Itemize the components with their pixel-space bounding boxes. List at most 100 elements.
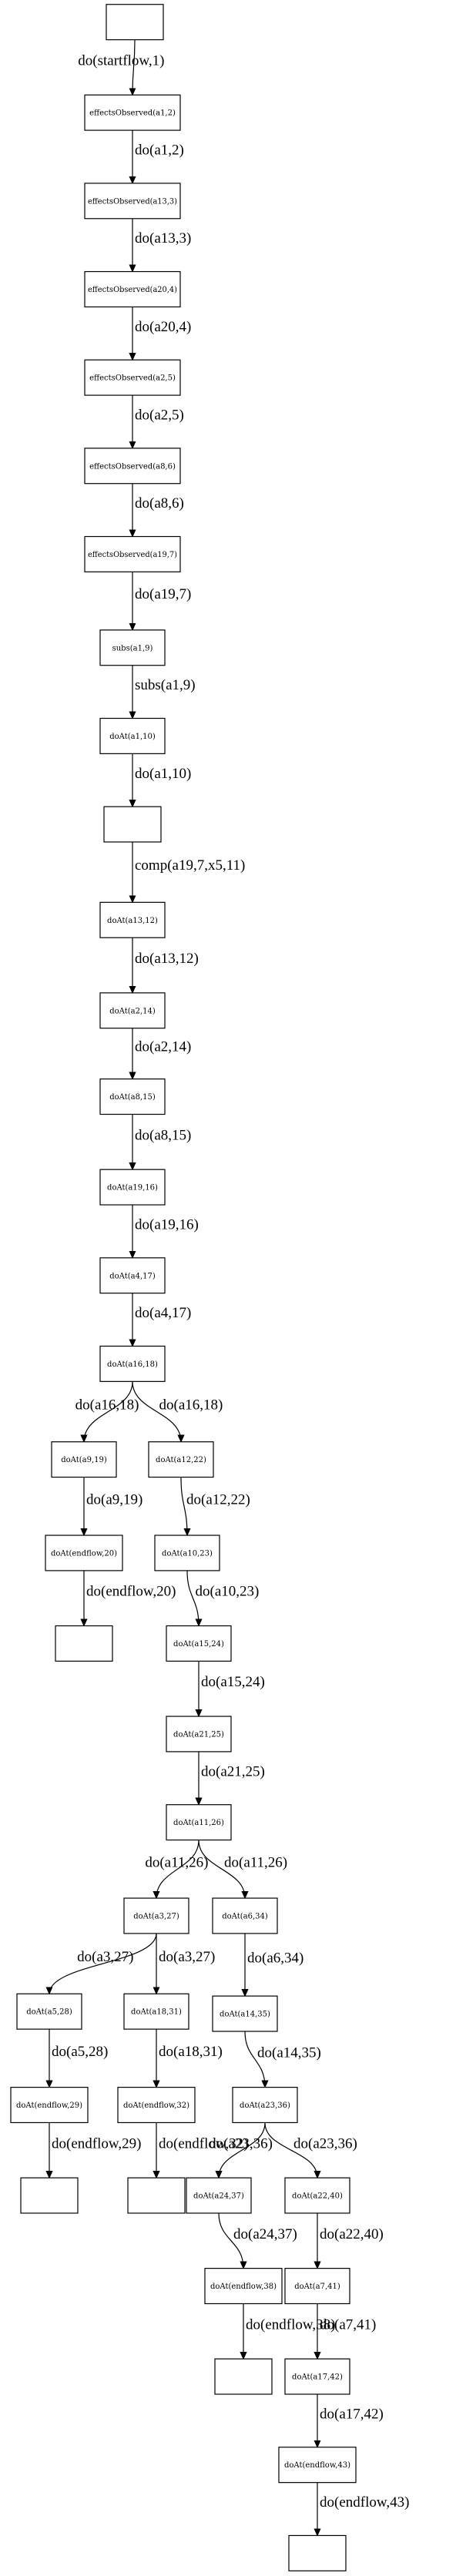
edge-n0-n1: do(startflow,1) [78, 39, 165, 96]
node-box [84, 448, 181, 485]
edge-n19-n21: do(a10,23) [186, 1570, 260, 1626]
node-box [45, 1535, 123, 1571]
node-box [99, 901, 166, 938]
node-label: doAt(a3,27) [133, 1912, 179, 1920]
edge-n9-n10: comp(a19,7,x5,11) [132, 842, 245, 902]
node-label: doAt(a6,34) [222, 1912, 268, 1920]
edge-label: do(a19,7) [135, 586, 191, 602]
edge-label: do(a22,40) [320, 2226, 384, 2242]
node-box [204, 2268, 283, 2305]
edge-label: do(a8,6) [135, 495, 184, 512]
edge-n13-n14: do(a19,16) [132, 1205, 199, 1258]
node-label: doAt(a18,31) [131, 2008, 182, 2017]
node-label: doAt(a19,16) [107, 1184, 158, 1192]
node-box [55, 1625, 113, 1662]
node-empty-box [55, 1625, 113, 1662]
edge-line [132, 1381, 181, 1441]
edge-n29-n32: do(endflow,29) [49, 2122, 141, 2178]
node-doat-a24-37: doAt(a24,37) [186, 2177, 252, 2214]
node-box [288, 2534, 347, 2571]
edge-n35-n37: do(a22,40) [317, 2212, 384, 2269]
edge-n26-n29: do(a5,28) [49, 2029, 108, 2087]
edge-n24-n26: do(a3,27) [49, 1933, 157, 1994]
node-empty-box [288, 2534, 347, 2571]
node-box [103, 806, 162, 843]
node-doat-a1-10: doAt(a1,10) [99, 717, 166, 754]
node-label: doAt(a24,37) [193, 2192, 244, 2201]
node-box [212, 1995, 278, 2032]
edge-label: do(endflow,43) [320, 2494, 409, 2511]
node-box [154, 1535, 220, 1571]
node-empty-box [214, 2358, 273, 2395]
node-label: effectsObserved(a19,7) [88, 551, 177, 559]
node-effectsobserved-a2-5: effectsObserved(a2,5) [84, 359, 181, 396]
edge-n27-n30: do(a18,31) [156, 2029, 223, 2087]
node-effectsobserved-a13-3: effectsObserved(a13,3) [84, 183, 181, 220]
node-doat-endflow-38: doAt(endflow,38) [204, 2268, 283, 2305]
node-doat-a22-40: doAt(a22,40) [284, 2177, 350, 2214]
node-label: doAt(a8,15) [109, 1093, 156, 1102]
node-box [117, 2086, 196, 2124]
node-label: doAt(a12,22) [156, 1456, 206, 1464]
edge-label: do(a17,42) [320, 2406, 384, 2422]
edge-n39-n40: do(a17,42) [317, 2394, 384, 2447]
node-box [278, 2447, 357, 2484]
edge-label: do(a10,23) [196, 1584, 260, 1600]
node-effectsobserved-a20-4: effectsObserved(a20,4) [84, 270, 181, 308]
edge-label: subs(a1,9) [135, 677, 196, 693]
node-box [127, 2177, 186, 2214]
edge-label: do(a13,3) [135, 230, 191, 247]
node-empty-box [103, 806, 162, 843]
edge-n23-n25: do(a11,26) [198, 1840, 287, 1898]
node-box [99, 1078, 166, 1115]
edge-label: do(a18,31) [159, 2044, 223, 2060]
node-effectsobserved-a1-2: effectsObserved(a1,2) [84, 94, 181, 131]
node-box [99, 1257, 166, 1294]
node-doat-a15-24: doAt(a15,24) [166, 1625, 232, 1662]
edge-n10-n11: do(a13,12) [132, 937, 199, 993]
edge-label: do(a1,2) [135, 143, 184, 159]
edge-line [49, 1933, 157, 1994]
node-doat-a19-16: doAt(a19,16) [99, 1169, 166, 1206]
node-label: doAt(endflow,20) [51, 1549, 117, 1558]
edge-line [218, 2212, 243, 2269]
edge-line [219, 2122, 266, 2178]
edge-label: do(a24,37) [233, 2226, 297, 2242]
node-label: doAt(a14,35) [220, 2011, 270, 2019]
edge-n23-n24: do(a11,26) [145, 1840, 209, 1898]
edge-label: do(a12,22) [186, 1491, 250, 1508]
node-box [10, 2086, 89, 2124]
edge-label: do(a5,28) [52, 2044, 108, 2060]
node-doat-endflow-43: doAt(endflow,43) [278, 2447, 357, 2484]
edge-line [186, 1570, 199, 1626]
node-label: doAt(a5,28) [26, 2008, 72, 2017]
edge-label: do(a6,34) [247, 1950, 303, 1967]
node-box [214, 2358, 273, 2395]
edge-n37-n39: do(a7,41) [317, 2303, 376, 2359]
edge-label: do(a20,4) [135, 319, 191, 335]
node-label: doAt(a13,12) [107, 917, 158, 925]
node-empty-box [127, 2177, 186, 2214]
edge-label: do(a3,27) [77, 1949, 133, 1965]
node-doat-endflow-20: doAt(endflow,20) [45, 1535, 123, 1571]
node-box [284, 2177, 350, 2214]
edge-label: do(a4,17) [135, 1305, 191, 1321]
node-label: doAt(endflow,43) [284, 2461, 350, 2470]
node-doat-a4-17: doAt(a4,17) [99, 1257, 166, 1294]
edge-n18-n20: do(endflow,20) [84, 1570, 176, 1626]
edge-line [132, 39, 135, 96]
node-label: doAt(a10,23) [162, 1549, 213, 1558]
node-box [51, 1441, 117, 1478]
edge-label: do(a15,24) [201, 1674, 265, 1690]
node-label: doAt(endflow,32) [123, 2101, 189, 2110]
node-box [123, 1897, 189, 1934]
node-label: effectsObserved(a20,4) [88, 286, 177, 294]
node-doat-endflow-29: doAt(endflow,29) [10, 2086, 89, 2124]
node-box [99, 1169, 166, 1206]
edge-n25-n28: do(a6,34) [245, 1933, 303, 1996]
edge-line [264, 2122, 317, 2178]
node-box [123, 1993, 189, 2030]
node-label: doAt(a2,14) [109, 1007, 156, 1015]
node-subs-a1-9: subs(a1,9) [99, 629, 166, 666]
